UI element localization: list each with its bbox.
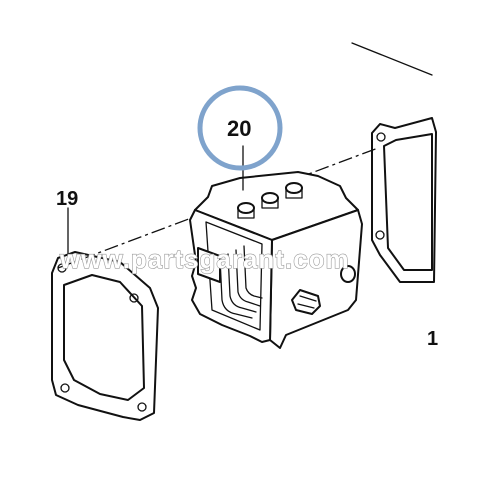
callout-label-19: 19 (56, 188, 78, 210)
top-bolts (237, 182, 303, 219)
left-gasket (51, 251, 159, 421)
tube-coil (219, 245, 263, 319)
callout-highlight-circle (197, 85, 283, 171)
front-connector-box (197, 247, 221, 283)
side-fitting (291, 265, 356, 315)
valve-block (189, 171, 363, 349)
watermark-text: www.partsgarant.com (59, 244, 350, 274)
callout-label-20: 20 (227, 116, 251, 141)
callout-label-1: 1 (427, 328, 438, 350)
right-gasket (371, 117, 437, 283)
background-edge-line (351, 42, 433, 76)
